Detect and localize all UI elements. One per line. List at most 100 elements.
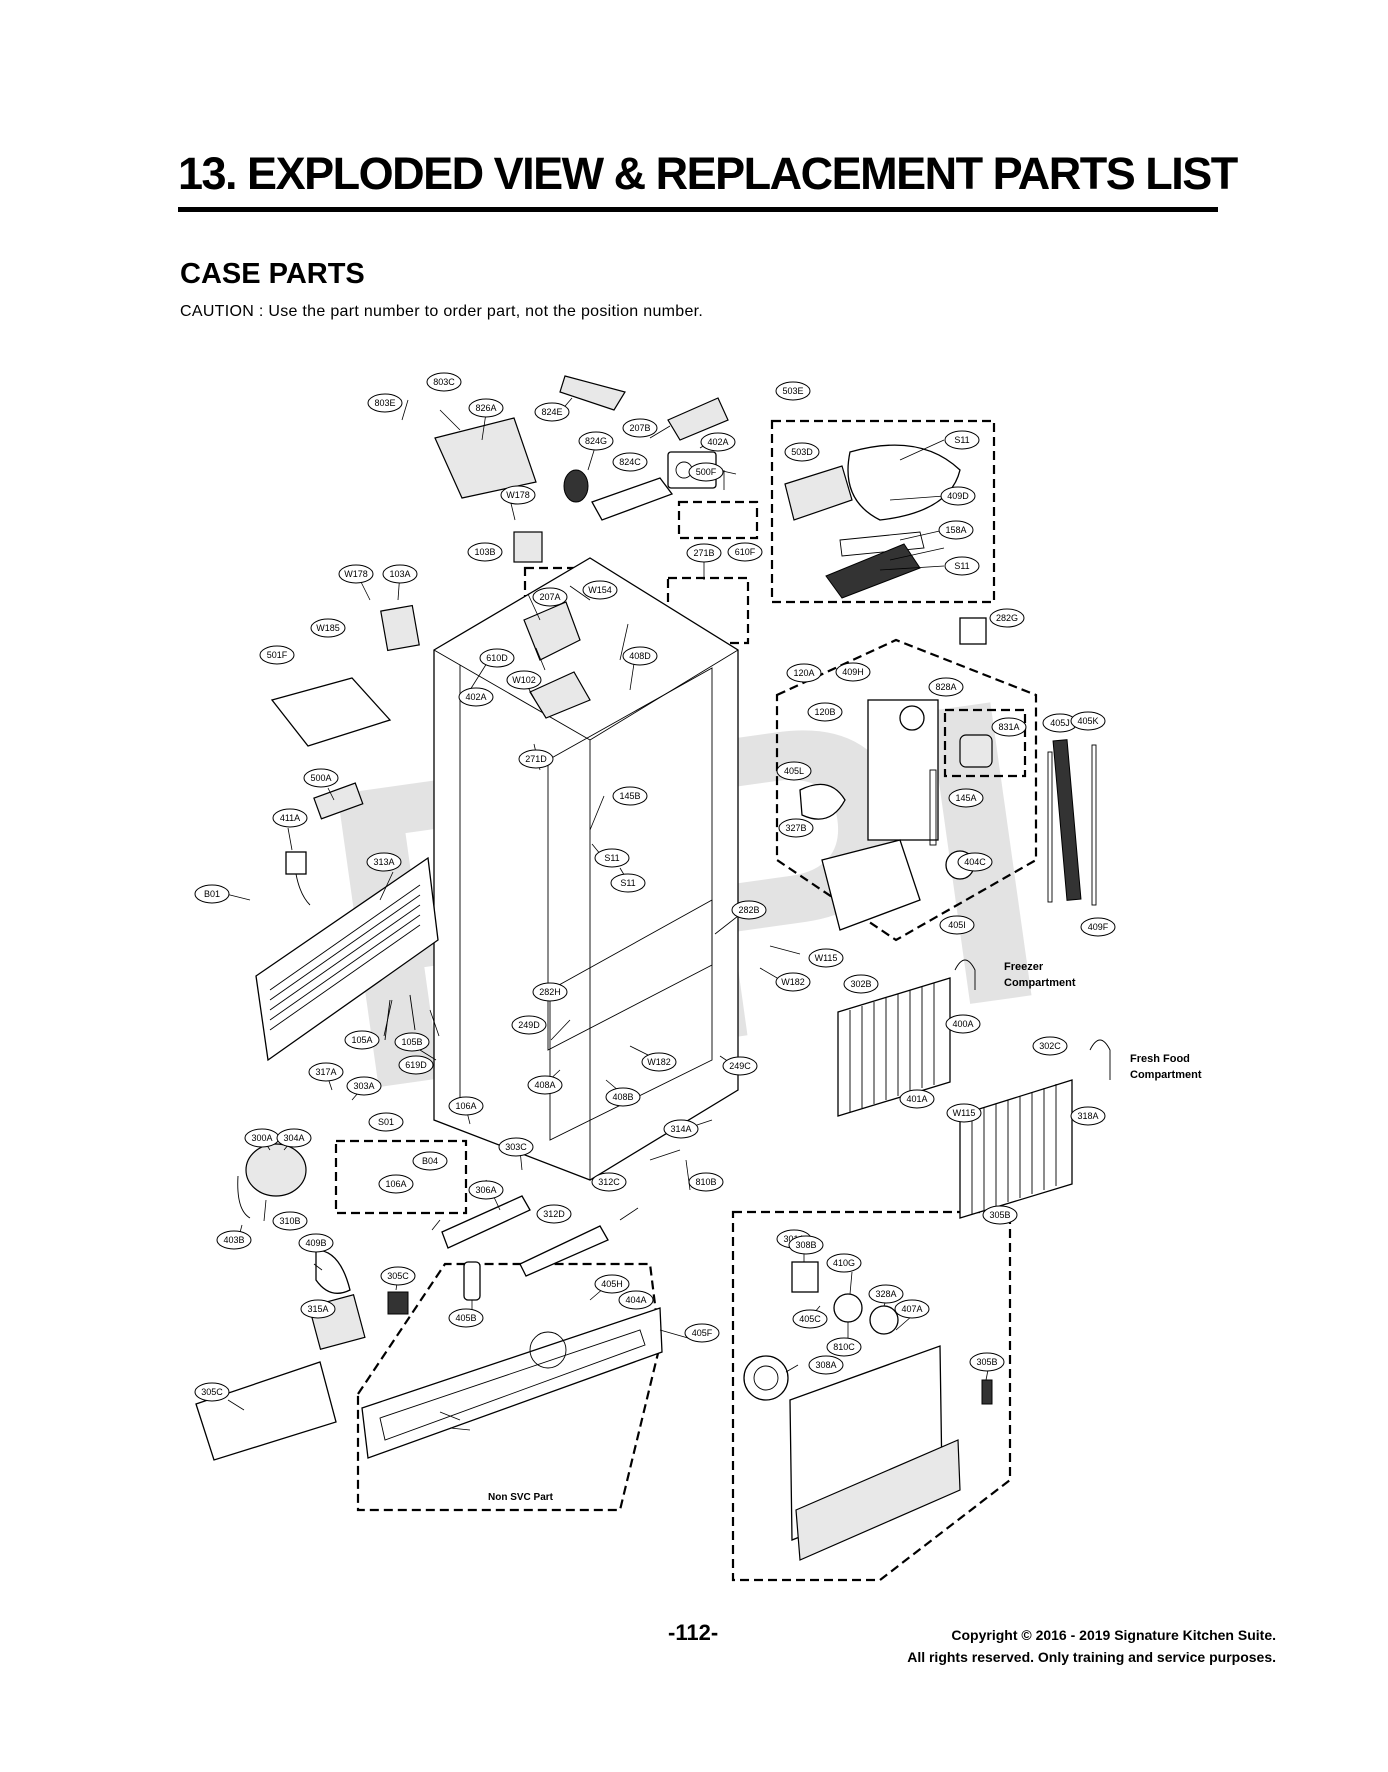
callout-label: W185 [316,623,340,633]
callout-label: 409H [842,667,864,677]
callout-outline [479,648,515,668]
callout-outline [594,848,630,868]
callout-bubble: 282G [989,608,1025,628]
callout-label: 503E [782,386,803,396]
callout-outline [467,542,503,562]
callout-outline [380,1266,416,1286]
callout-bubble: 619D [398,1055,434,1075]
tray-parts [784,444,961,599]
callout-label: 315A [307,1304,328,1314]
callout-bubble: 328A [868,1284,904,1304]
callout-outline [686,543,722,563]
callout-label: S11 [604,853,619,863]
callout-bubble: 824G [578,431,614,451]
callout-label: 404C [964,857,986,867]
callout-bubble: 315A [300,1299,336,1319]
callout-outline [426,372,462,392]
callout-label: 803C [433,377,455,387]
callout-label: 302C [1039,1041,1061,1051]
callout-bubble: 302C [1032,1036,1068,1056]
callout-bubble: 305C [194,1382,230,1402]
callout-bubble: 408B [605,1087,641,1107]
callout-outline [194,1382,230,1402]
callout-outline [722,1056,758,1076]
callout-outline [259,645,295,665]
callout-bubble: S01 [368,1112,404,1132]
callout-bubble: 826A [468,398,504,418]
callout-bubble: 409D [940,486,976,506]
callout-bubble: 145A [948,788,984,808]
callout-label: 305B [989,1210,1010,1220]
callout-label: 402A [465,692,486,702]
caution-note: CAUTION : Use the part number to order p… [180,303,704,320]
callout-outline [591,1172,627,1192]
callout-bubble: 503D [784,442,820,462]
callout-bubble: 312C [591,1172,627,1192]
callout-label: 405J [1050,718,1070,728]
callout-label: 282G [996,613,1018,623]
non-svc-part-label: Non SVC Part [488,1492,554,1503]
fresh-food-label-line2: Compartment [1130,1069,1202,1081]
callout-outline [366,852,402,872]
freezer-label-line1: Freezer [1004,961,1044,973]
callout-label: S01 [378,1117,394,1127]
callout-label: 249D [518,1020,540,1030]
callout-outline [775,972,811,992]
callout-bubble: W115 [946,1103,982,1123]
callout-outline [194,884,230,904]
callout-label: 120B [814,707,835,717]
callout-label: 405K [1077,716,1098,726]
callout-label: 305C [387,1271,409,1281]
callout-outline [378,1174,414,1194]
callout-label: 310B [279,1216,300,1226]
callout-outline [1070,711,1106,731]
callout-label: 158A [945,525,966,535]
callout-label: S11 [954,561,969,571]
callout-label: 503D [791,447,813,457]
callout-outline [578,431,614,451]
callout-label: 824G [585,436,607,446]
callout-bubble: W102 [506,670,542,690]
callout-label: 501F [267,650,288,660]
callout-bubble: 145B [612,786,648,806]
callout-bubble: 314A [663,1119,699,1139]
callout-outline [792,1309,828,1329]
callout-bubble: B04 [412,1151,448,1171]
callout-outline [641,1052,677,1072]
callout-outline [298,1233,334,1253]
callout-outline [344,1030,380,1050]
callout-label: 408D [629,651,651,661]
callout-bubble: 105A [344,1030,380,1050]
callout-label: 405B [455,1313,476,1323]
callout-label: 145B [619,791,640,801]
callout-bubble: 312D [536,1204,572,1224]
callout-bubble: 828A [928,677,964,697]
callout-label: 824C [619,457,641,467]
callout-label: 282H [539,987,561,997]
page-title: 13. EXPLODED VIEW & REPLACEMENT PARTS LI… [178,148,1238,199]
callout-label: 271D [525,754,547,764]
callout-label: 303A [353,1081,374,1091]
callout-bubble: 249D [511,1015,547,1035]
callout-outline [367,393,403,413]
callout-label: W178 [506,490,530,500]
callout-label: 317A [315,1067,336,1077]
callout-label: W154 [588,585,612,595]
callout-bubble: 305B [969,1352,1005,1372]
callout-outline [835,662,871,682]
callout-bubble: 409B [298,1233,334,1253]
callout-label: 106A [455,1101,476,1111]
callout-label: 318A [1077,1111,1098,1121]
callout-label: 313A [373,857,394,867]
callout-label: 282B [738,905,759,915]
callout-label: 120A [793,668,814,678]
copyright-notice: Copyright © 2016 - 2019 Signature Kitche… [907,1624,1276,1668]
callout-outline [727,542,763,562]
callout-label: 400A [952,1019,973,1029]
callout-label: 302B [850,979,871,989]
callout-outline [663,1119,699,1139]
callout-outline [775,381,811,401]
callout-outline [1080,917,1116,937]
